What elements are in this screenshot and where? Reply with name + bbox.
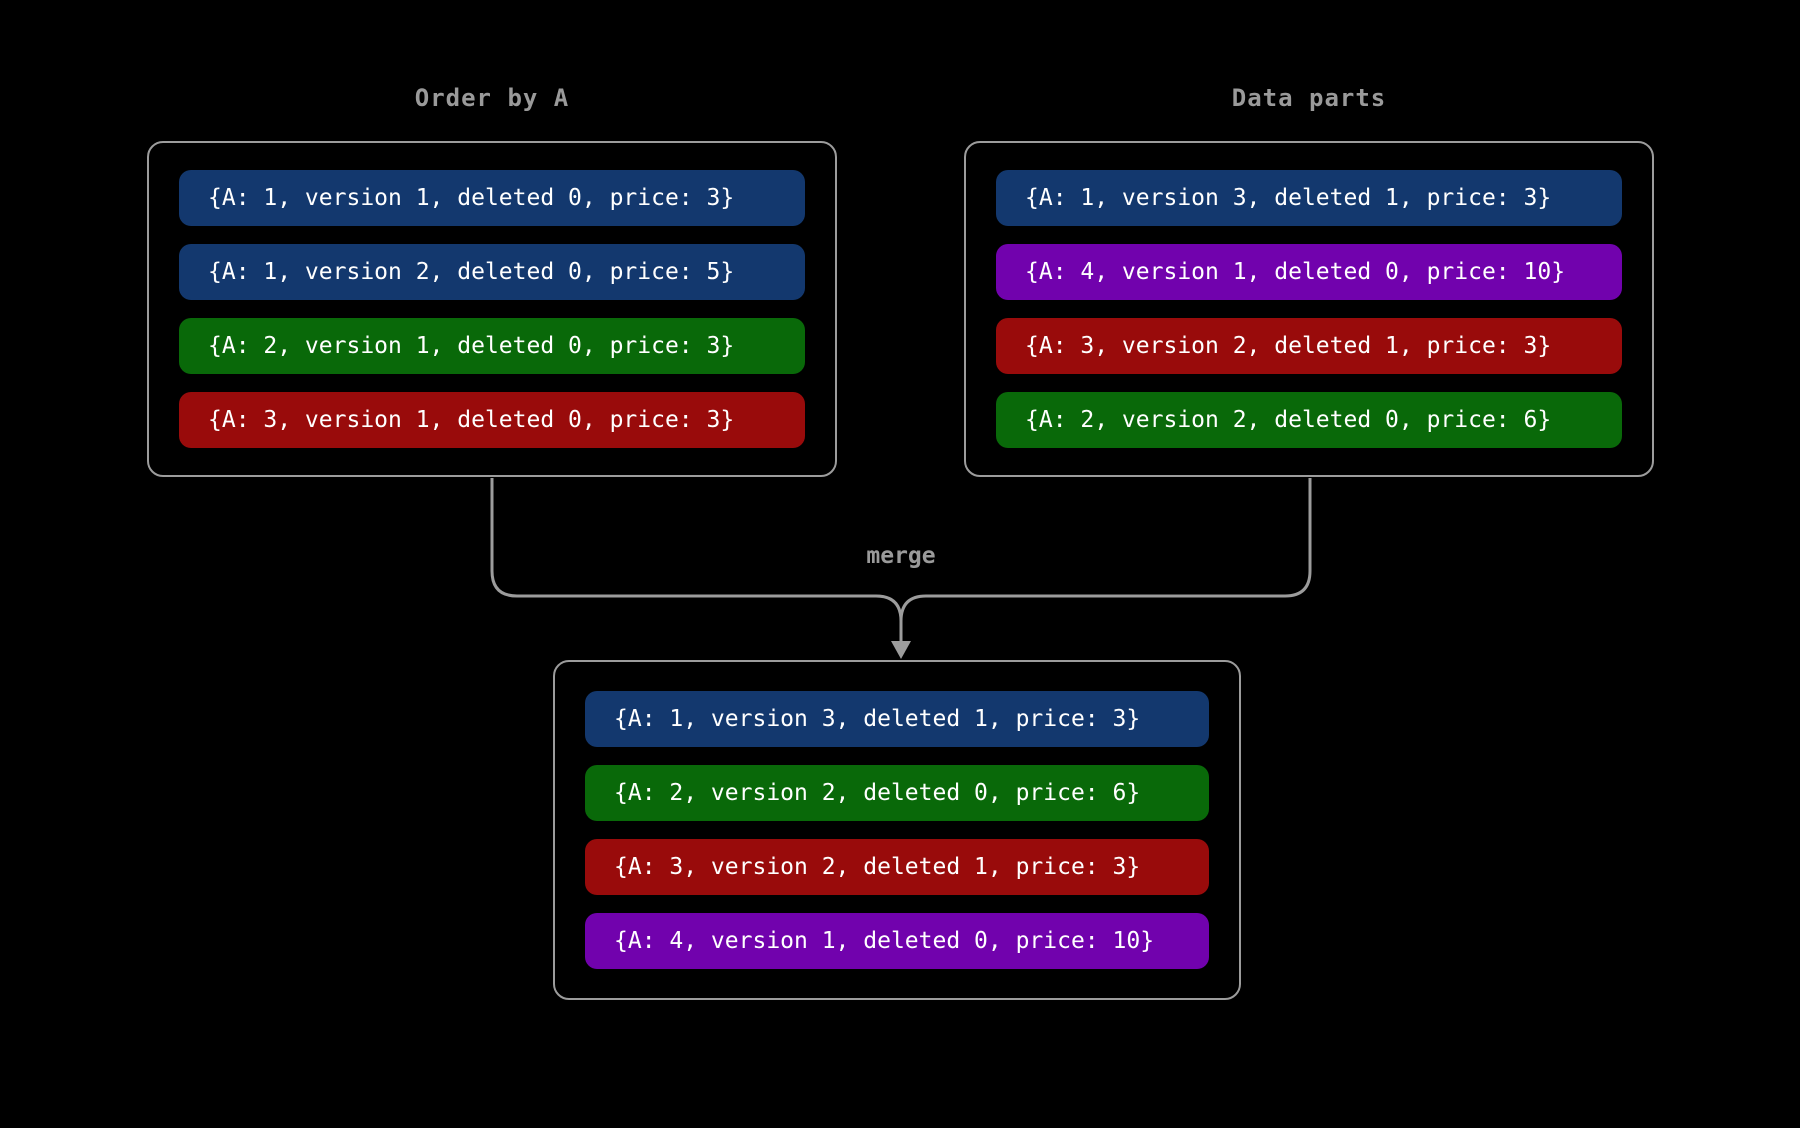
box-merged: {A: 1, version 3, deleted 1, price: 3} {… [553, 660, 1241, 1000]
data-row: {A: 4, version 1, deleted 0, price: 10} [585, 913, 1209, 969]
data-row: {A: 1, version 3, deleted 1, price: 3} [585, 691, 1209, 747]
arrow-down-icon [891, 641, 911, 659]
data-row: {A: 2, version 2, deleted 0, price: 6} [585, 765, 1209, 821]
data-row: {A: 2, version 2, deleted 0, price: 6} [996, 392, 1622, 448]
group-title-data-parts: Data parts [1231, 84, 1387, 112]
data-row: {A: 4, version 1, deleted 0, price: 10} [996, 244, 1622, 300]
data-row: {A: 3, version 1, deleted 0, price: 3} [179, 392, 805, 448]
data-row: {A: 1, version 3, deleted 1, price: 3} [996, 170, 1622, 226]
data-row: {A: 3, version 2, deleted 1, price: 3} [996, 318, 1622, 374]
merge-label: merge [866, 543, 936, 569]
data-row: {A: 1, version 1, deleted 0, price: 3} [179, 170, 805, 226]
box-order-by-a: {A: 1, version 1, deleted 0, price: 3} {… [147, 141, 837, 477]
data-row: {A: 1, version 2, deleted 0, price: 5} [179, 244, 805, 300]
data-row: {A: 3, version 2, deleted 1, price: 3} [585, 839, 1209, 895]
data-row: {A: 2, version 1, deleted 0, price: 3} [179, 318, 805, 374]
box-data-parts: {A: 1, version 3, deleted 1, price: 3} {… [964, 141, 1654, 477]
group-title-order-by-a: Order by A [414, 84, 570, 112]
